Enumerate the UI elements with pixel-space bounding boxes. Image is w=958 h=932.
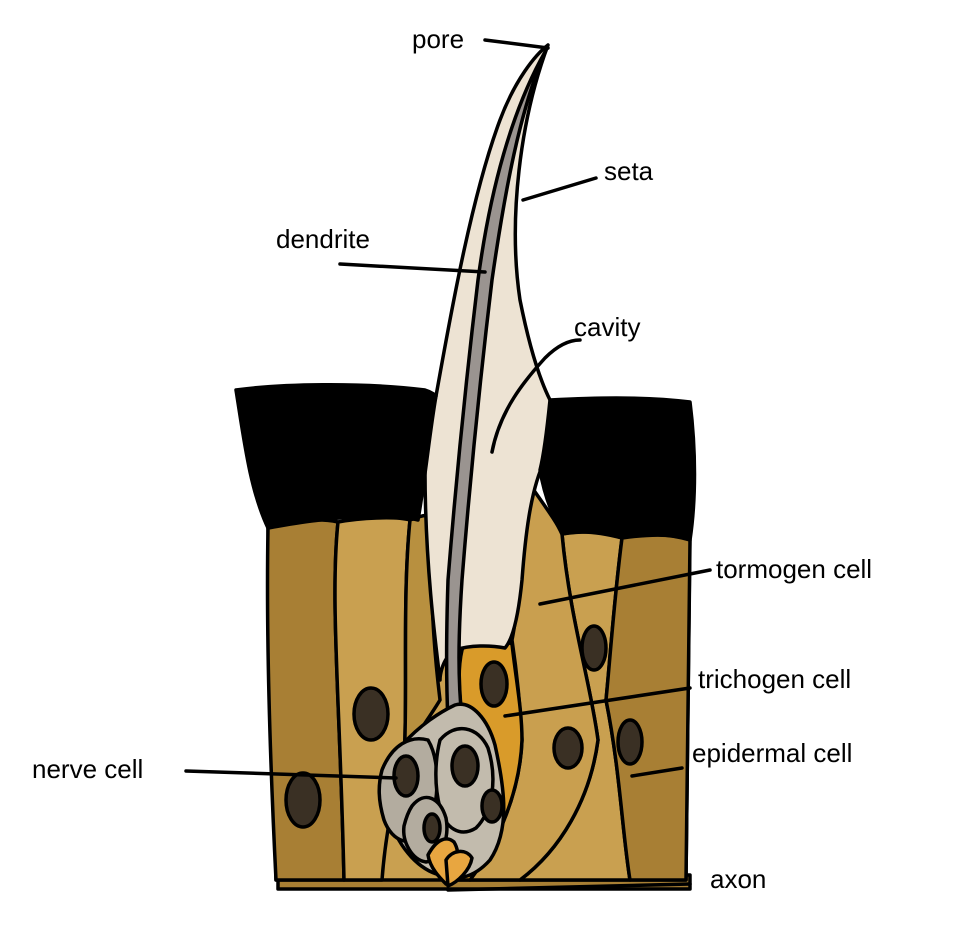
- label-pore: pore: [412, 24, 464, 54]
- nucleus: [284, 771, 322, 829]
- axon-tip-shape-2: [444, 849, 474, 888]
- leader-dendrite: [338, 262, 487, 274]
- leader-trichogen: [503, 686, 692, 718]
- label-tormogen: tormogen cell: [716, 554, 872, 584]
- leader-pore: [483, 38, 550, 50]
- cuticle-left: [234, 383, 438, 530]
- nucleus: [580, 624, 608, 672]
- nucleus: [422, 812, 442, 844]
- leader-nerve: [184, 769, 398, 780]
- label-seta: seta: [604, 156, 654, 186]
- nucleus: [552, 726, 584, 770]
- nucleus: [480, 788, 504, 824]
- leader-tormogen: [538, 568, 712, 606]
- label-cavity: cavity: [574, 312, 640, 342]
- nucleus: [616, 718, 644, 766]
- leader-seta: [521, 176, 598, 202]
- nucleus: [392, 754, 420, 798]
- label-epidermal: epidermal cell: [692, 738, 852, 768]
- label-axon: axon: [710, 864, 766, 894]
- nucleus: [479, 660, 509, 708]
- label-dendrite: dendrite: [276, 224, 370, 254]
- nucleus: [352, 686, 390, 742]
- leader-epidermal: [630, 766, 684, 778]
- cuticle-right: [538, 396, 697, 542]
- label-nerve: nerve cell: [32, 754, 143, 784]
- nucleus: [450, 744, 480, 788]
- leader-axon: [446, 882, 692, 892]
- cavity-line: [490, 338, 582, 454]
- label-trichogen: trichogen cell: [698, 664, 851, 694]
